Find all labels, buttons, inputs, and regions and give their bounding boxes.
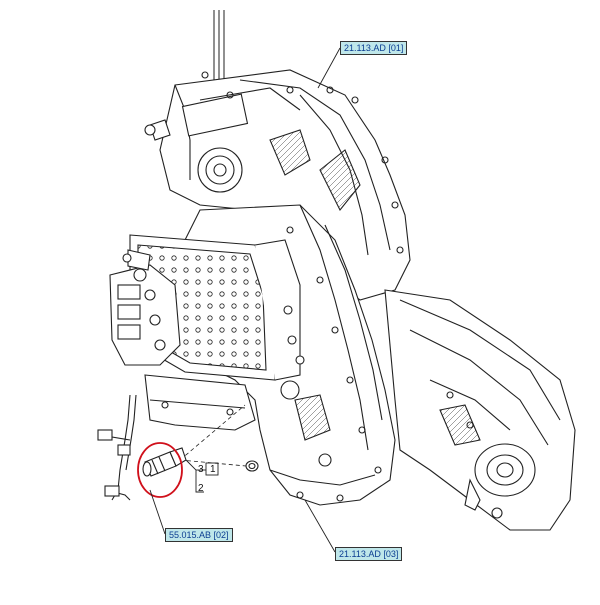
pressure-switch-part [142,447,187,477]
assembly-guide-lines [179,404,247,467]
callout-item-1: 1 [210,464,216,475]
valve-block [109,249,181,366]
reference-tag-top[interactable]: 21.113.AD [01] [340,41,408,55]
upper-housing [144,69,411,301]
red-ellipse-highlight-icon [137,442,183,498]
callout-bracket [185,459,219,493]
rear-axle-housing [384,289,576,531]
wiring-harness [97,394,137,501]
mounting-bracket [144,374,256,431]
reference-tag-bottom-right[interactable]: 21.113.AD [03] [335,547,403,561]
callout-item-3: 3 [198,464,204,475]
reference-tag-bottom-left[interactable]: 55.015.AB [02] [165,528,233,542]
leader-lines [149,47,341,553]
input-shaft [213,10,225,80]
o-ring-seal [245,460,259,472]
callout-item-2: 2 [198,483,204,494]
